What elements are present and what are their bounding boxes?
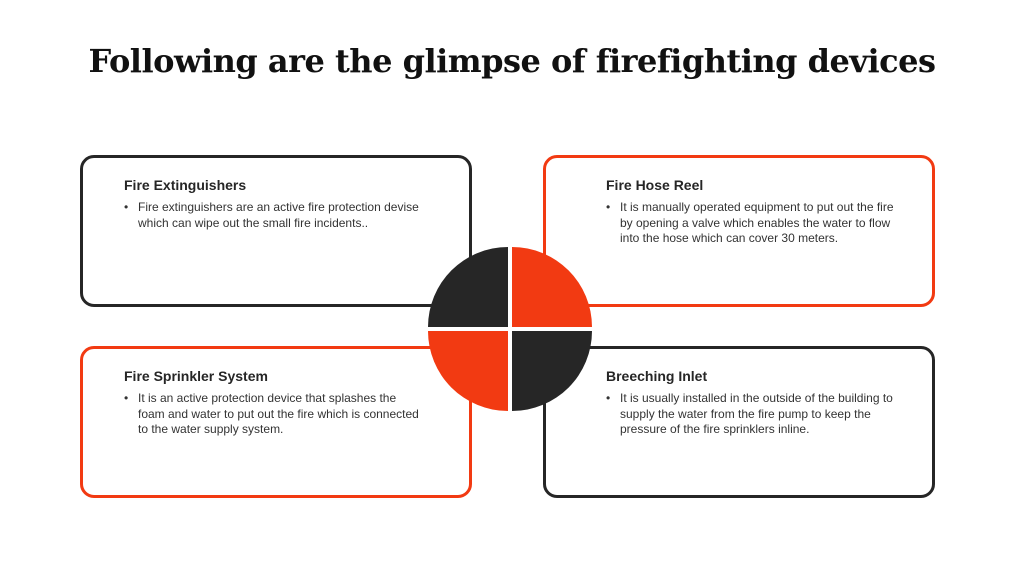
bullet-marker: •	[124, 200, 129, 214]
card-fire-sprinkler-system: Fire Sprinkler System • It is an active …	[80, 346, 472, 498]
card-text: It is an active protection device that s…	[138, 391, 419, 436]
bullet-marker: •	[606, 200, 611, 214]
card-text: It is manually operated equipment to put…	[620, 200, 894, 245]
card-description: • It is an active protection device that…	[124, 391, 424, 438]
card-description: • It is usually installed in the outside…	[606, 391, 906, 438]
card-fire-hose-reel: Fire Hose Reel • It is manually operated…	[543, 155, 935, 307]
card-description: • Fire extinguishers are an active fire …	[124, 200, 424, 231]
bullet-marker: •	[606, 391, 611, 405]
card-heading: Breeching Inlet	[606, 368, 708, 384]
quadrant-bottom-right	[512, 331, 592, 411]
card-text: Fire extinguishers are an active fire pr…	[138, 200, 419, 230]
card-fire-extinguishers: Fire Extinguishers • Fire extinguishers …	[80, 155, 472, 307]
card-heading: Fire Hose Reel	[606, 177, 704, 193]
card-description: • It is manually operated equipment to p…	[606, 200, 906, 247]
page-title: Following are the glimpse of firefightin…	[88, 42, 936, 80]
card-breeching-inlet: Breeching Inlet • It is usually installe…	[543, 346, 935, 498]
quadrant-top-right	[512, 247, 592, 327]
card-text: It is usually installed in the outside o…	[620, 391, 893, 436]
bullet-marker: •	[124, 391, 129, 405]
card-heading: Fire Extinguishers	[124, 177, 247, 193]
quadrant-circle	[428, 247, 592, 411]
quadrant-top-left	[428, 247, 508, 327]
card-heading: Fire Sprinkler System	[124, 368, 268, 384]
quadrant-bottom-left	[428, 331, 508, 411]
